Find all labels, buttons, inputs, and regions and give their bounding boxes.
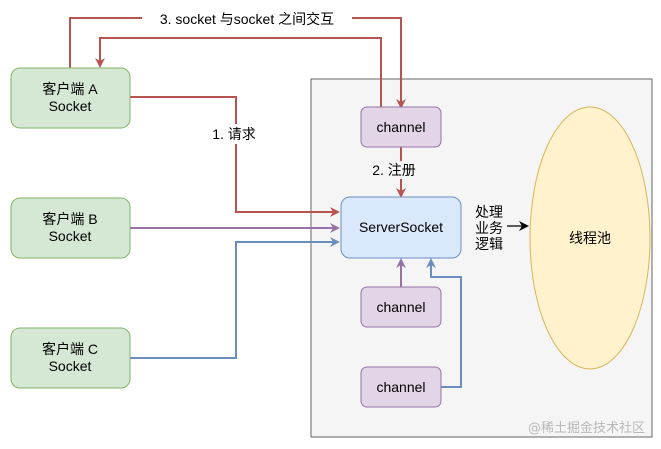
register-label: 2. 注册: [372, 162, 416, 178]
client-c-arrow: [130, 237, 340, 359]
client-b: 客户端 B Socket: [10, 197, 131, 259]
server-socket: ServerSocket: [340, 196, 462, 259]
channel-3-label: channel: [376, 379, 425, 395]
server-socket-label: ServerSocket: [359, 219, 443, 235]
channel-2: channel: [360, 286, 442, 328]
channel-3: channel: [360, 366, 442, 408]
client-b-socket: Socket: [49, 228, 92, 244]
thread-pool: [529, 106, 651, 370]
client-a: 客户端 A Socket: [10, 67, 131, 129]
channel-2-label: channel: [376, 299, 425, 315]
client-c-socket: Socket: [49, 358, 92, 374]
process-label-2: 业务: [475, 220, 503, 236]
channel-3-arrow: [426, 258, 462, 388]
client-a-name: 客户端 A: [42, 81, 98, 97]
client-a-socket: Socket: [49, 98, 92, 114]
channel-1: channel: [360, 106, 442, 148]
request-label: 1. 请求: [212, 126, 256, 142]
client-c-name: 客户端 C: [42, 341, 98, 357]
process-label-3: 逻辑: [475, 236, 503, 252]
interact-label: 3. socket 与socket 之间交互: [160, 11, 334, 27]
thread-pool-label: 线程池: [569, 230, 611, 246]
watermark: @稀土掘金技术社区: [528, 420, 645, 436]
interaction-arrow-back: [95, 37, 382, 107]
channel-1-label: channel: [376, 119, 425, 135]
process-label-1: 处理: [475, 204, 503, 220]
request-arrow: [130, 96, 340, 217]
client-c: 客户端 C Socket: [10, 327, 131, 389]
client-b-name: 客户端 B: [42, 211, 97, 227]
